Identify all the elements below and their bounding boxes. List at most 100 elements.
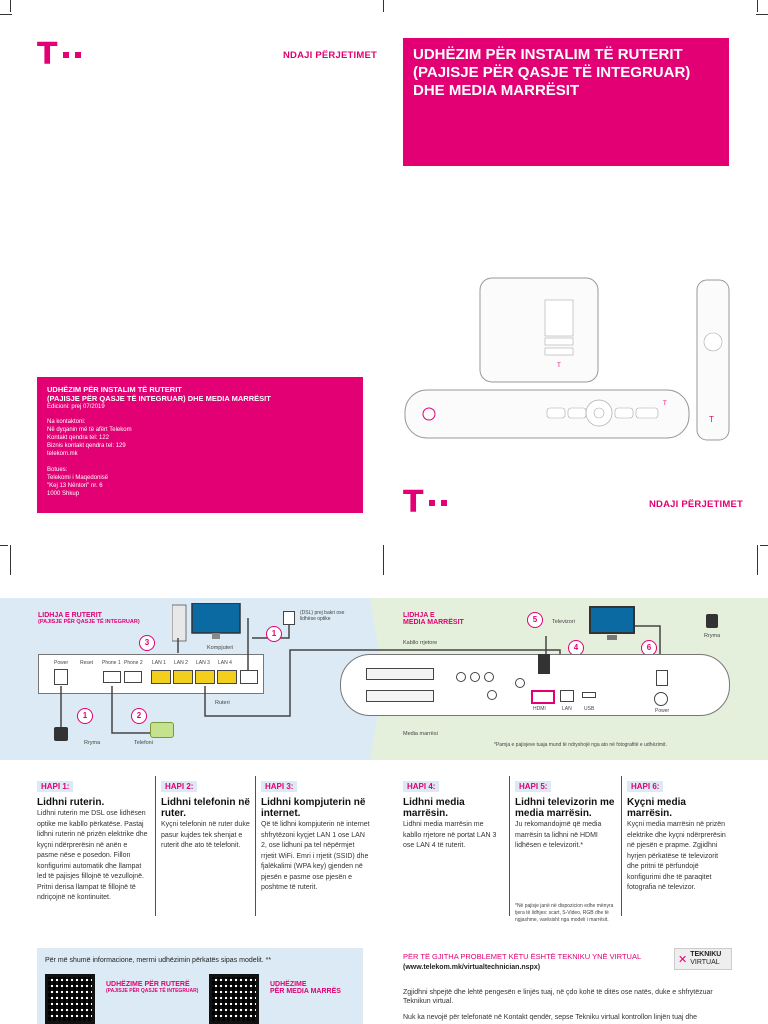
- logo-dot: [441, 500, 448, 506]
- step-2: HAPI 2: Lidhni telefonin në ruter. Kyçni…: [161, 776, 253, 852]
- virtual-technician-heading: PËR TË GJITHA PROBLEMET KËTU ËSHTË TEKNI…: [403, 952, 642, 961]
- virtual-technician-url[interactable]: (www.telekom.mk/virtualtechnician.nspx): [403, 964, 541, 971]
- tv-icon: [589, 606, 635, 634]
- router-label: Ruteri: [215, 700, 230, 706]
- sender-heading: Botues:: [47, 467, 68, 473]
- crop-mark: [383, 0, 384, 12]
- telekom-logo: T: [37, 40, 82, 70]
- router-port-label: LAN 1: [152, 660, 166, 666]
- step-label: HAPI 6:: [627, 781, 664, 792]
- step-text: Që të lidhni kompjuterin në internet shf…: [261, 821, 370, 891]
- cover-title-block: UDHËZIM PËR INSTALIM TË RUTERIT (PAJISJE…: [403, 38, 729, 166]
- receiver-section-title-line-2: MEDIA MARRËSIT: [403, 619, 464, 626]
- receiver-button: [546, 407, 566, 419]
- cover-title-line: (PAJISJE PËR QASJE TË INTEGRUAR): [413, 64, 691, 81]
- step-label: HAPI 4:: [403, 781, 440, 792]
- step-divider: [155, 776, 156, 916]
- router-lan-port: [217, 670, 237, 684]
- network-cable-label: Kabllo rrjetore: [403, 640, 438, 646]
- router-section-subtitle: (PAJISJE PËR QASJE TË INTEGRUAR): [38, 619, 140, 625]
- step-5-note: *Në pajisje janë në dispozicion edhe mën…: [515, 903, 614, 923]
- info-title-line: (PAJISJE PËR QASJE TË INTEGRUAR) DHE MED…: [47, 394, 271, 403]
- cable-lines: [60, 618, 661, 734]
- sender-line: Telekomi i Maqedonisë: [47, 475, 109, 481]
- crop-mark: [383, 545, 384, 575]
- svideo-port: [487, 690, 497, 700]
- qr-receiver-title-1: UDHËZIME: [270, 981, 307, 988]
- badge-text-1: TEKNIKU: [690, 951, 722, 958]
- sender-line: 1000 Shkup: [47, 491, 80, 497]
- router-port-label: Reset: [80, 660, 94, 666]
- step-6: HAPI 6: Kyçni media marrësin. Kyçni medi…: [627, 776, 731, 894]
- av-port: [470, 672, 480, 682]
- router-logo: T: [557, 363, 561, 369]
- receiver-port-label: HDMI: [533, 706, 546, 712]
- qr-code-receiver[interactable]: [209, 974, 259, 1024]
- router-lan-port: [151, 670, 171, 684]
- step-circle-5: 5: [527, 612, 543, 628]
- router-button: [544, 347, 574, 356]
- power-plug-icon: [706, 614, 718, 628]
- usb-port: [582, 692, 596, 698]
- step-divider: [621, 776, 622, 916]
- info-title-line: UDHËZIM PËR INSTALIM TË RUTERIT: [47, 385, 182, 394]
- receiver-section-title: LIDHJA E MEDIA MARRËSIT: [403, 612, 464, 626]
- logo-letter: T: [403, 485, 424, 520]
- lan-port: [560, 690, 574, 702]
- receiver-port-label: USB: [584, 706, 595, 712]
- receiver-port-label: Power: [655, 708, 670, 714]
- crop-mark: [0, 545, 8, 546]
- computer-illustration: [172, 603, 241, 642]
- contact-line: Kontakt qendra tel: 122: [47, 435, 110, 441]
- step-title: Lidhni media marrësin.: [403, 797, 465, 819]
- scart-port: [366, 668, 434, 680]
- virtual-technician-text-2: Nuk ka nevojë për telefonatë në Kontakt …: [403, 1014, 698, 1021]
- router-port-label: LAN 3: [196, 660, 210, 666]
- step-label: HAPI 1:: [37, 781, 74, 792]
- telephone-icon: [150, 722, 174, 738]
- crop-mark: [10, 545, 11, 575]
- qr-router-subtitle: (PAJISJE PËR QASJE TË INTEGRUAR): [106, 988, 199, 994]
- router-button: [544, 337, 574, 346]
- router-lan-port: [195, 670, 215, 684]
- step-circle-3: 3: [139, 635, 155, 651]
- receiver-button: [635, 407, 659, 419]
- hdmi-connector: [538, 654, 550, 674]
- router-power-port: [54, 669, 68, 685]
- hdmi-port: [531, 690, 555, 704]
- router-port-label: Phone 2: [124, 660, 143, 666]
- remote-dpad: [703, 332, 723, 352]
- remote-control: [696, 279, 730, 441]
- crop-mark: [756, 14, 768, 15]
- audio-port: [515, 678, 525, 688]
- receiver-ok-button: [593, 407, 605, 419]
- router-port-label: LAN 2: [174, 660, 188, 666]
- power-switch: [656, 670, 668, 686]
- qr-code-router[interactable]: [45, 974, 95, 1024]
- step-text: Kyçni telefonin në ruter duke pasur kujd…: [161, 821, 250, 849]
- brand-slogan: NDAJI PËRJETIMET: [649, 499, 743, 510]
- receiver-logo: T: [663, 401, 667, 407]
- step-text: Lidhni media marrësin me kabllo rrjetore…: [403, 821, 497, 849]
- router-status-panel: [544, 299, 574, 337]
- router-phone-port: [124, 671, 142, 683]
- tv-stand: [607, 635, 617, 640]
- telekom-logo: T: [403, 485, 448, 520]
- tv-label: Televizori: [552, 619, 575, 625]
- more-info-text: Për më shumë informacione, merrni udhëzi…: [45, 957, 272, 964]
- power-label: Rryma: [704, 633, 721, 639]
- cover-title-line: UDHËZIM PËR INSTALIM TË RUTERIT: [413, 46, 683, 63]
- step-title: Lidhni telefonin në ruter.: [161, 797, 250, 819]
- virtual-technician-badge: ✕ TEKNIKU VIRTUAL: [674, 948, 732, 970]
- qr-receiver-label: UDHËZIME PËR MEDIA MARRËS: [270, 981, 341, 995]
- av-port: [484, 672, 494, 682]
- router-section-title: LIDHJA E RUTERIT (PAJISJE PËR QASJE TË I…: [38, 612, 140, 625]
- logo-dot: [75, 52, 82, 58]
- step-5: HAPI 5: Lidhni televizorin me media marr…: [515, 776, 615, 852]
- qr-router-title: UDHËZIME PËR RUTERË: [106, 981, 190, 988]
- dsl-socket-icon: [283, 611, 295, 625]
- contact-heading: Na kontaktoni:: [47, 419, 86, 425]
- step-text: Lidhni ruterin me DSL ose lidhësen optik…: [37, 810, 148, 901]
- brand-slogan: NDAJI PËRJETIMET: [283, 50, 377, 61]
- step-divider: [509, 776, 510, 916]
